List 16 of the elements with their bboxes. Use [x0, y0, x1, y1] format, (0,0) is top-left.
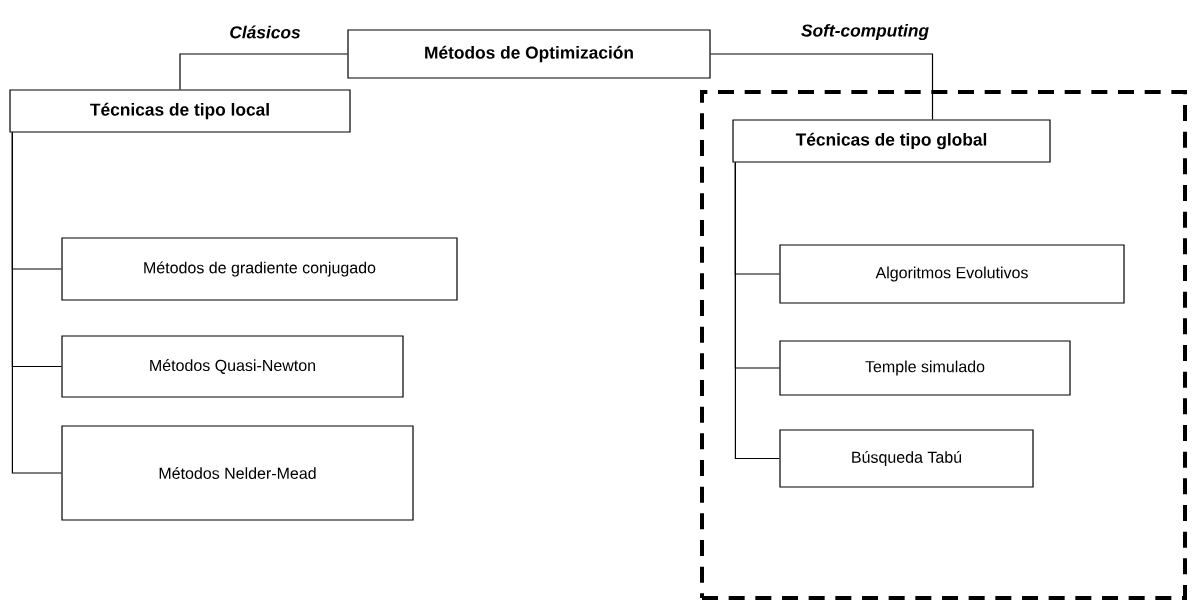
edge-label: Clásicos: [230, 25, 301, 39]
title-box: Métodos de Optimización: [347, 29, 711, 79]
edge-label: Soft-computing: [801, 23, 929, 41]
connector-line: [179, 53, 348, 90]
connector-line: [710, 53, 934, 120]
method-box: Temple simulado: [779, 340, 1071, 396]
connector-line: [11, 132, 62, 474]
connector-line: [734, 162, 780, 460]
category-box: Técnicas de tipo local: [9, 89, 351, 133]
category-box: Técnicas de tipo global: [732, 119, 1051, 163]
method-box: Métodos de gradiente conjugado: [61, 237, 458, 301]
dashed-region: [700, 90, 1187, 600]
method-box: Métodos Quasi-Newton: [61, 335, 404, 398]
method-box: Búsqueda Tabú: [779, 429, 1034, 488]
method-box: Algoritmos Evolutivos: [779, 244, 1125, 304]
method-box: Métodos Nelder-Mead: [61, 425, 414, 521]
